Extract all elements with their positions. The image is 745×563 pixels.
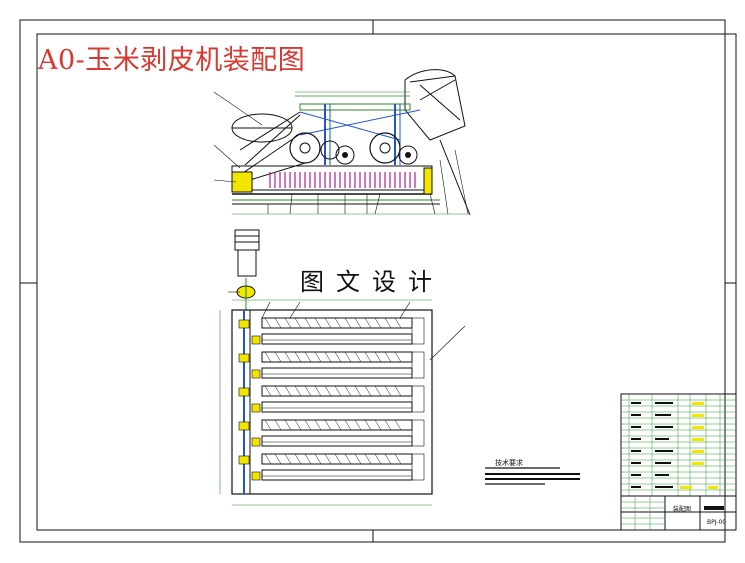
title-block-code: BPJ-00 [707, 519, 727, 526]
parts-list-table [620, 393, 737, 531]
tech-requirements-lines [485, 467, 580, 485]
top-view [219, 229, 466, 506]
roller-bank [261, 317, 413, 481]
inner-border [36, 33, 737, 531]
drawing-title: A0-玉米剥皮机装配图 [38, 45, 306, 76]
title-block-name: 装配图 [673, 506, 692, 513]
tech-requirements-title: 技术要求 [495, 459, 523, 467]
front-view [213, 69, 471, 216]
watermark-text: 图文设计 [300, 268, 444, 296]
